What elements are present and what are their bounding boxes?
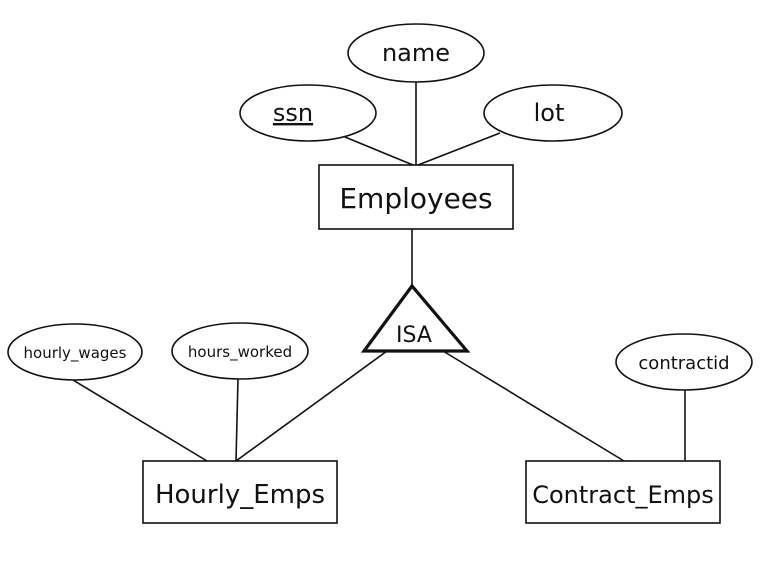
entity-hourly-emps-label: Hourly_Emps xyxy=(155,480,325,510)
attribute-hours-worked: hours_worked xyxy=(171,322,309,380)
attribute-contractid: contractid xyxy=(615,333,753,391)
attribute-hours-worked-label: hours_worked xyxy=(188,343,292,362)
attribute-ssn: ssn xyxy=(239,84,377,142)
isa-triangle: ISA xyxy=(360,283,471,353)
attribute-ssn-label: ssn xyxy=(273,99,313,127)
link-isa-contract-emps xyxy=(442,350,625,462)
entity-contract-emps-label: Contract_Emps xyxy=(532,481,714,509)
link-ssn-employees xyxy=(344,136,414,166)
link-hourly-wages-hourly-emps xyxy=(72,379,208,462)
attribute-hourly-wages: hourly_wages xyxy=(7,323,143,381)
attribute-name: name xyxy=(347,23,485,83)
entity-hourly-emps: Hourly_Emps xyxy=(142,460,338,524)
attribute-name-label: name xyxy=(382,39,450,67)
link-lot-employees xyxy=(417,132,501,166)
entity-employees-label: Employees xyxy=(339,182,492,215)
attribute-lot: lot xyxy=(483,84,623,142)
link-isa-hourly-emps xyxy=(235,350,388,462)
entity-contract-emps: Contract_Emps xyxy=(525,460,721,524)
isa-label: ISA xyxy=(396,323,432,348)
connectors xyxy=(72,82,686,462)
link-hours-worked-hourly-emps xyxy=(235,378,239,462)
attribute-contractid-label: contractid xyxy=(638,353,729,374)
attribute-lot-label: lot xyxy=(534,99,565,127)
attribute-hourly-wages-label: hourly_wages xyxy=(24,344,127,363)
entity-employees: Employees xyxy=(318,164,514,230)
